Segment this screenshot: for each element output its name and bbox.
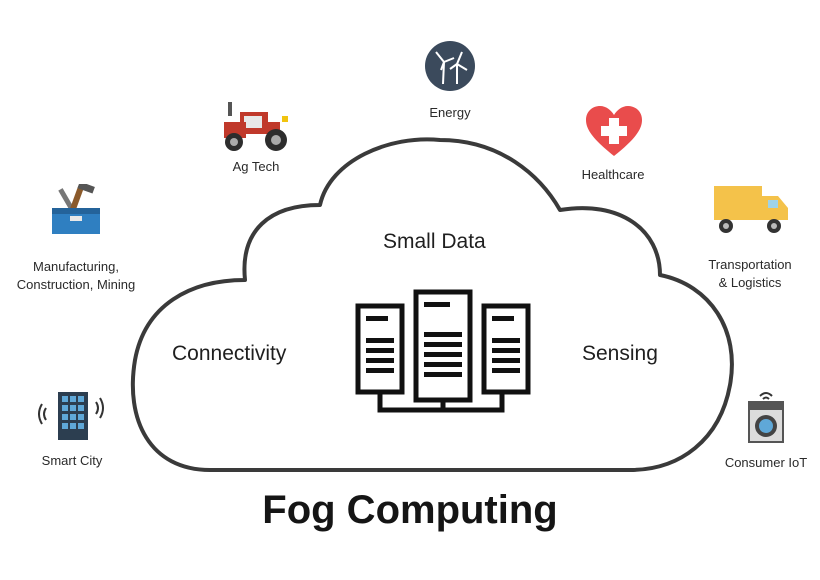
- heart-medical-icon: [586, 106, 642, 156]
- wind-turbine-icon: [425, 41, 475, 91]
- label-manufacturing-line2: Construction, Mining: [16, 277, 136, 292]
- tractor-icon: [224, 102, 288, 151]
- cloud-label-left: Connectivity: [172, 342, 287, 365]
- label-energy: Energy: [429, 105, 471, 120]
- label-ag-tech: Ag Tech: [232, 159, 280, 174]
- label-consumer-iot: Consumer IoT: [724, 455, 808, 470]
- cloud-label-right: Sensing: [582, 342, 658, 365]
- label-transportation-line2: & Logistics: [718, 275, 782, 290]
- label-transportation-line1: Transportation: [708, 257, 792, 272]
- truck-icon: [714, 186, 788, 233]
- cloud-label-top: Small Data: [383, 230, 486, 253]
- toolbox-icon: [52, 184, 100, 234]
- diagram-title: Fog Computing: [262, 488, 558, 532]
- washing-machine-icon: [748, 392, 784, 443]
- label-smart-city: Smart City: [41, 453, 103, 468]
- server-rack-icon: [355, 289, 531, 413]
- label-manufacturing-line1: Manufacturing,: [33, 259, 119, 274]
- smart-building-icon: [38, 392, 104, 440]
- label-healthcare: Healthcare: [581, 167, 645, 182]
